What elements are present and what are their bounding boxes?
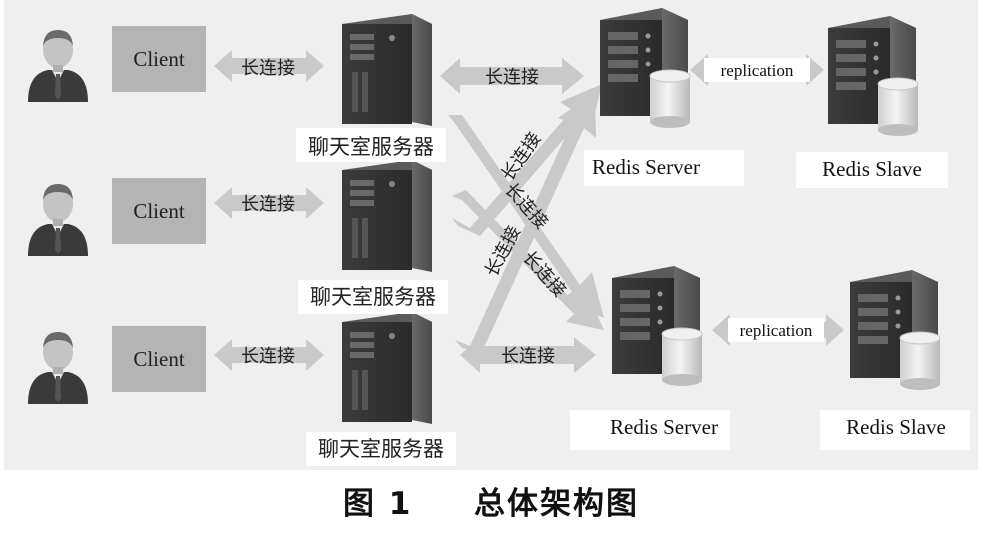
figure-number: 图 1 [343,486,413,522]
chat-server-label-1: 聊天室服务器 [308,135,434,159]
chat-server-label-2: 聊天室服务器 [310,285,436,309]
replication-label: replication [721,61,794,80]
redis-server-icon-1 [599,7,691,129]
redis-server-icon-2 [611,265,703,387]
client-box-2 [112,178,206,244]
figure-caption: 图 1 总体架构图 [0,478,982,523]
label-bg [306,432,456,466]
user-icon-3 [28,332,88,404]
client-label-1: Client [133,47,184,71]
label-bg [570,410,730,450]
redis-slave-icon-1 [827,15,919,137]
redis-slave-icon-2 [849,269,941,391]
figure-title: 总体架构图 [473,486,639,522]
cross-connection-arrows [448,84,604,352]
user-icon-1 [28,30,88,102]
client-label-2: Client [133,199,184,223]
connection-label: 长连接 [241,194,295,215]
chat-server-icon-1 [342,14,432,126]
label-bg [298,280,448,314]
chat-server-icon-2 [342,160,432,272]
client-box-1 [112,26,206,92]
label-bg [820,410,970,450]
redis-server-label-2: Redis Server [610,415,718,439]
replication-label: replication [740,321,813,340]
connection-label: 长连接 [485,67,539,88]
client-box-3 [112,326,206,392]
label-bg [796,152,948,188]
label-bg [704,58,810,82]
redis-server-label-1: Redis Server [592,155,700,179]
connection-label: 长连接 [501,346,555,367]
label-bg [728,318,824,342]
user-icon-2 [28,184,88,256]
connection-label: 长连接 [241,346,295,367]
label-bg [584,150,744,186]
label-bg [296,128,446,162]
redis-slave-label-1: Redis Slave [822,157,922,181]
redis-slave-label-2: Redis Slave [846,415,946,439]
chat-server-icon-3 [342,312,432,424]
diagram-canvas: Client Client Client 长连接 长连接 长连接 长连接 长连接… [28,7,970,466]
chat-server-label-3: 聊天室服务器 [318,437,444,461]
connection-label: 长连接 [241,58,295,79]
client-label-3: Client [133,347,184,371]
